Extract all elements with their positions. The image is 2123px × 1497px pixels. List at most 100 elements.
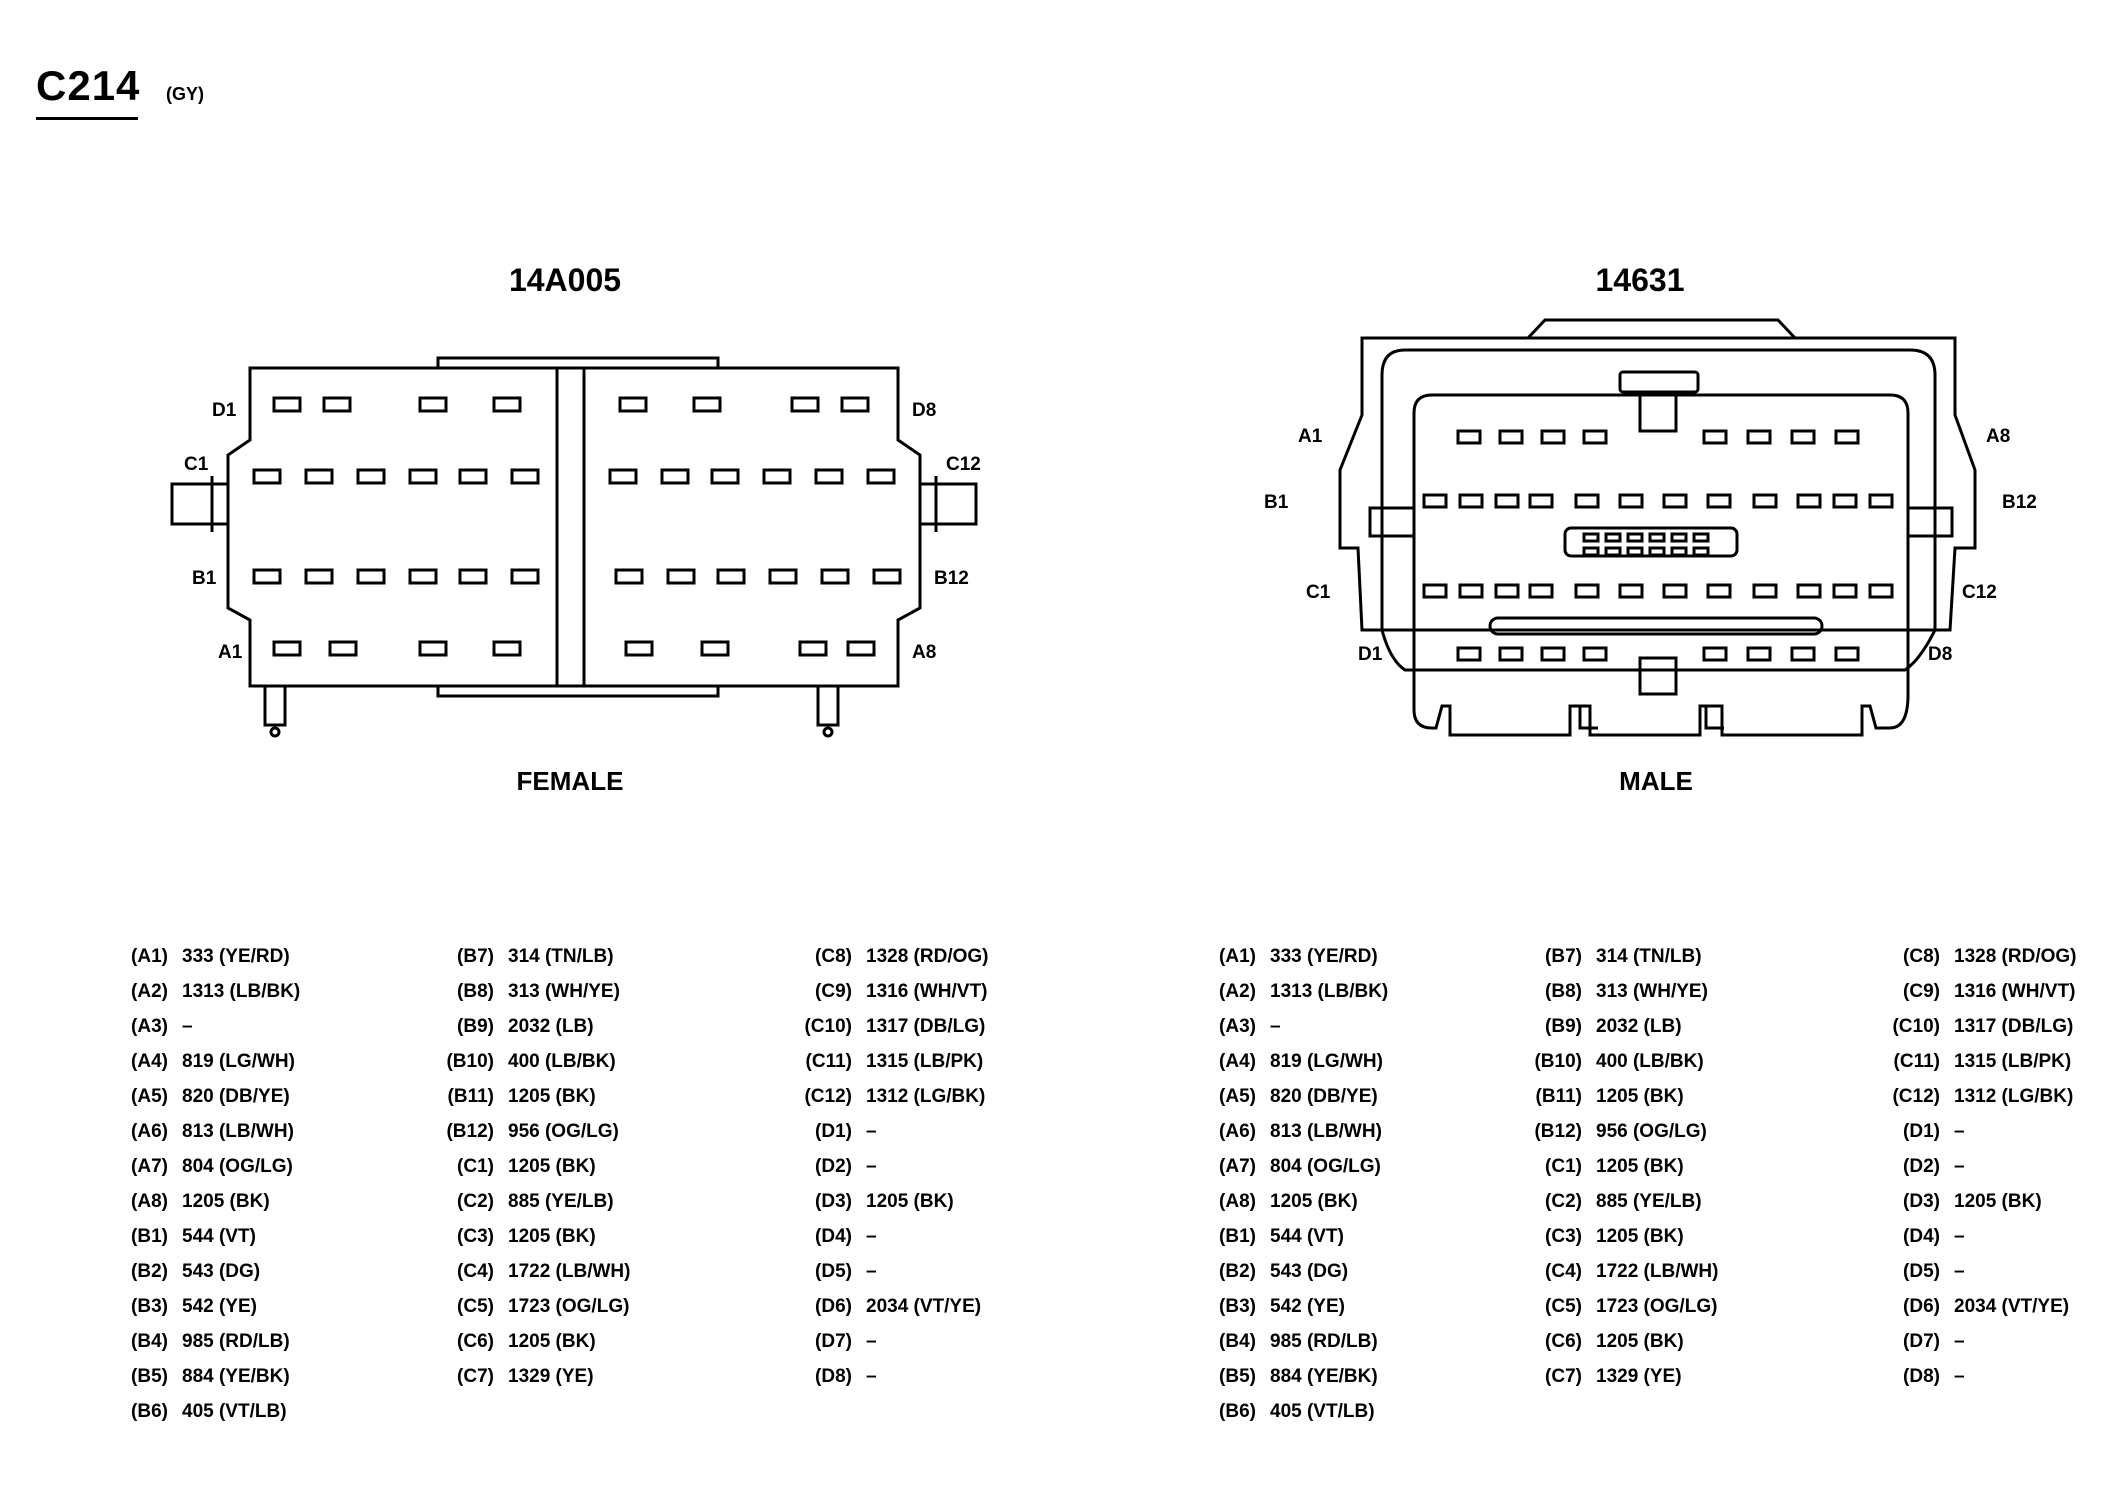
female-cavity [608, 468, 638, 485]
pinout-wire: 333 (YE/RD) [1270, 946, 1378, 967]
pinout-pin-id: (C4) [1545, 1261, 1582, 1282]
female-cavity [820, 568, 850, 585]
pinout-wire: – [1954, 1366, 1965, 1387]
pinout-pin-id: (B10) [446, 1051, 494, 1072]
female-cavity [252, 568, 282, 585]
pinout-pin-id: (C7) [457, 1366, 494, 1387]
female-pin-cavities [252, 396, 902, 657]
male-cavity [1832, 583, 1858, 599]
pinout-pin-id: (B8) [1545, 981, 1582, 1002]
female-cavity [624, 640, 654, 657]
pinout-wire: 819 (LG/WH) [182, 1051, 295, 1072]
male-pin-label-a8: A8 [1986, 426, 2011, 447]
pinout-pin-id: (B5) [1219, 1366, 1256, 1387]
pinout-wire: 2032 (LB) [1596, 1016, 1682, 1037]
pinout-wire: 1315 (LB/PK) [866, 1051, 984, 1072]
male-cavity [1790, 429, 1816, 445]
male-cavity [1582, 429, 1608, 445]
female-cavity [846, 640, 876, 657]
pinout-wire: 1205 (BK) [508, 1331, 596, 1352]
pinout-pin-id: (D1) [815, 1121, 852, 1142]
pinout-wire: 885 (YE/LB) [1596, 1191, 1702, 1212]
female-cavity [710, 468, 740, 485]
pinout-wire: 1205 (BK) [1596, 1086, 1684, 1107]
pinout-pin-id: (A4) [131, 1051, 168, 1072]
pinout-pin-id: (A1) [1219, 946, 1256, 967]
pinout-pin-id: (A7) [131, 1156, 168, 1177]
pinout-pin-id: (C12) [1892, 1086, 1940, 1107]
pinout-wire: 1315 (LB/PK) [1954, 1051, 2072, 1072]
pinout-pin-id: (B11) [447, 1086, 494, 1107]
male-cavity-small [1626, 532, 1644, 543]
male-pin-label-a1: A1 [1298, 426, 1323, 447]
pinout-pin-id: (B4) [1219, 1331, 1256, 1352]
female-cavity [492, 640, 522, 657]
male-cavity [1456, 646, 1482, 662]
pinout-wire: 1205 (BK) [1596, 1331, 1684, 1352]
pinout-pin-id: (A6) [131, 1121, 168, 1142]
pinout-wire: 956 (OG/LG) [1596, 1121, 1707, 1142]
pinout-wire: 1328 (RD/OG) [1954, 946, 2077, 967]
male-cavity-small [1582, 546, 1600, 557]
pinout-wire: 333 (YE/RD) [182, 946, 290, 967]
female-pin-label-d8: D8 [912, 400, 937, 421]
male-cavity [1746, 429, 1772, 445]
male-cavity [1796, 583, 1822, 599]
pinout-pin-id: (C8) [815, 946, 852, 967]
male-cavity [1834, 646, 1860, 662]
pinout-wire: – [866, 1261, 877, 1282]
female-cavity [272, 396, 302, 413]
pinout-wire: 884 (YE/BK) [1270, 1366, 1378, 1387]
male-cavity [1498, 646, 1524, 662]
male-pin-label-d1: D1 [1358, 644, 1383, 665]
pinout-pin-id: (B3) [131, 1296, 168, 1317]
pinout-wire: 1722 (LB/WH) [508, 1261, 631, 1282]
pinout-wire: 813 (LB/WH) [1270, 1121, 1382, 1142]
female-cavity [666, 568, 696, 585]
pinout-wire: 1205 (BK) [1954, 1191, 2042, 1212]
pinout-wire: – [866, 1331, 877, 1352]
pinout-wire: 1722 (LB/WH) [1596, 1261, 1719, 1282]
pinout-pin-id: (C6) [1545, 1331, 1582, 1352]
male-cavity [1746, 646, 1772, 662]
pinout-wire: 405 (VT/LB) [1270, 1401, 1375, 1422]
pinout-pin-id: (A4) [1219, 1051, 1256, 1072]
male-cavity [1662, 583, 1688, 599]
pinout-pin-id: (C3) [457, 1226, 494, 1247]
pinout-wire: 544 (VT) [182, 1226, 256, 1247]
male-connector-drawing [1338, 318, 1977, 737]
pinout-pin-id: (B3) [1219, 1296, 1256, 1317]
female-cavity [510, 568, 540, 585]
male-cavity [1868, 493, 1894, 509]
female-label: FEMALE [516, 766, 624, 796]
female-pin-label-d1: D1 [212, 400, 237, 421]
female-cavity [492, 396, 522, 413]
pinout-wire: – [866, 1226, 877, 1247]
male-cavity [1574, 493, 1600, 509]
male-cavity [1574, 583, 1600, 599]
pinout-pin-id: (C4) [457, 1261, 494, 1282]
female-cavity [408, 568, 438, 585]
pinout-pin-id: (B9) [457, 1016, 494, 1037]
male-cavity [1662, 493, 1688, 509]
pinout-wire: 1312 (LG/BK) [1954, 1086, 2074, 1107]
pinout-wire: 543 (DG) [182, 1261, 261, 1282]
pinout-wire: 1723 (OG/LG) [1596, 1296, 1718, 1317]
male-cavity-small [1670, 532, 1688, 543]
pinout-wire: 1316 (WH/VT) [1954, 981, 2076, 1002]
pinout-pin-id: (D5) [1903, 1261, 1940, 1282]
pinout-wire: 820 (DB/YE) [1270, 1086, 1378, 1107]
female-pin-label-c1: C1 [184, 454, 209, 475]
pinout-wire: 1328 (RD/OG) [866, 946, 989, 967]
pinout-pin-id: (B10) [1534, 1051, 1582, 1072]
female-cavity [692, 396, 722, 413]
female-cavity [458, 568, 488, 585]
pinout-wire: 1317 (DB/LG) [1954, 1016, 2074, 1037]
male-cavity [1540, 646, 1566, 662]
male-cavity [1752, 493, 1778, 509]
male-cavity-small [1692, 546, 1710, 557]
pinout-wire: 985 (RD/LB) [182, 1331, 290, 1352]
male-cavity [1458, 493, 1484, 509]
female-cavity [356, 568, 386, 585]
pinout-pin-id: (C2) [457, 1191, 494, 1212]
